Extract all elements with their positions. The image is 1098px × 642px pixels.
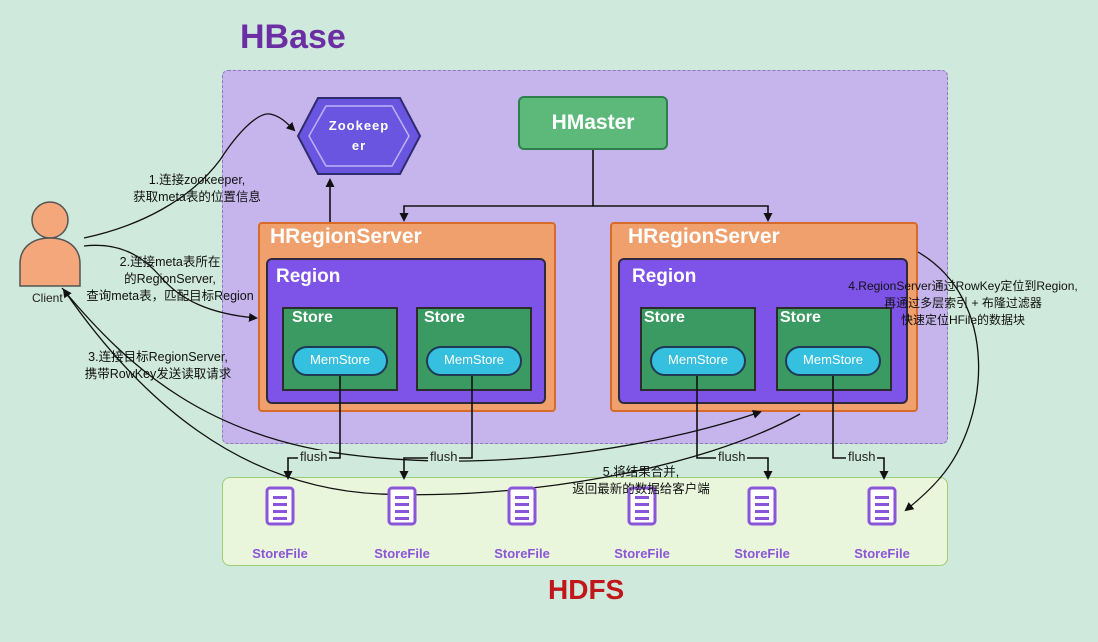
storefile-6: StoreFile <box>842 484 922 564</box>
region-server-1-label: HRegionServer <box>270 225 422 248</box>
store-1-2-label: Store <box>424 309 465 326</box>
step-1-line1: 1.连接zookeeper, <box>148 173 246 187</box>
store-2-1-label: Store <box>644 309 685 326</box>
storefile-5: StoreFile <box>722 484 802 564</box>
zookeeper-node <box>296 97 422 175</box>
memstore-1-1: MemStore <box>292 346 388 376</box>
hmaster-node: HMaster <box>518 96 668 150</box>
store-2-2-label: Store <box>780 309 821 326</box>
storefile-3: StoreFile <box>482 484 562 564</box>
step-2-line3: 查询meta表，匹配目标Region <box>86 289 254 303</box>
storefile-6-label: StoreFile <box>854 546 910 561</box>
hdfs-area <box>222 477 948 566</box>
memstore-1-2: MemStore <box>426 346 522 376</box>
step-5-line1: 5.将结果合并, <box>602 465 680 479</box>
step-3-line2: 携带RowKey发送读取请求 <box>84 367 232 381</box>
step-5-line2: 返回最新的数据给客户端 <box>572 482 710 496</box>
step-1-note: 1.连接zookeeper, 获取meta表的位置信息 <box>122 172 272 206</box>
flush-label-3: flush <box>716 449 748 464</box>
flush-label-4: flush <box>846 449 878 464</box>
memstore-2-2: MemStore <box>785 346 881 376</box>
memstore-2-1: MemStore <box>650 346 746 376</box>
zookeeper-label-line2: er <box>351 138 367 153</box>
step-2-line2: 的RegionServer, <box>124 272 216 286</box>
storefile-5-label: StoreFile <box>734 546 790 561</box>
client-user-icon <box>19 201 81 287</box>
step-3-line1: 3.连接目标RegionServer, <box>88 350 228 364</box>
step-5-note: 5.将结果合并, 返回最新的数据给客户端 <box>566 464 716 498</box>
flush-label-1: flush <box>298 449 330 464</box>
hdfs-title: HDFS <box>548 574 625 605</box>
storefile-4-label: StoreFile <box>614 546 670 561</box>
document-icon <box>265 486 295 526</box>
region-server-2-label: HRegionServer <box>628 225 780 248</box>
step-2-line1: 2.连接meta表所在 <box>119 255 221 269</box>
document-icon <box>747 486 777 526</box>
flush-label-2: flush <box>428 449 460 464</box>
document-icon <box>507 486 537 526</box>
step-4-line2: 再通过多层索引 + 布隆过滤器 <box>884 296 1042 310</box>
client-label: Client <box>32 291 63 305</box>
storefile-1: StoreFile <box>240 484 320 564</box>
zookeeper-label-line1: Zookeep <box>328 118 390 133</box>
step-1-line2: 获取meta表的位置信息 <box>133 190 261 204</box>
step-4-note: 4.RegionServer通过RowKey定位到Region, 再通过多层索引… <box>843 278 1083 329</box>
storefile-2-label: StoreFile <box>374 546 430 561</box>
hbase-title: HBase <box>240 18 346 56</box>
store-1-1-label: Store <box>292 309 333 326</box>
step-4-line1: 4.RegionServer通过RowKey定位到Region, <box>848 279 1078 293</box>
storefile-4: StoreFile <box>602 484 682 564</box>
document-icon <box>867 486 897 526</box>
step-3-note: 3.连接目标RegionServer, 携带RowKey发送读取请求 <box>78 349 238 383</box>
storefile-3-label: StoreFile <box>494 546 550 561</box>
region-2-label: Region <box>632 266 697 287</box>
zookeeper-label: Zookeep er <box>296 116 422 160</box>
storefile-2: StoreFile <box>362 484 442 564</box>
step-2-note: 2.连接meta表所在 的RegionServer, 查询meta表，匹配目标R… <box>78 254 262 305</box>
storefile-1-label: StoreFile <box>252 546 308 561</box>
region-1-label: Region <box>276 266 341 287</box>
document-icon <box>387 486 417 526</box>
document-icon <box>627 486 657 526</box>
step-4-line3: 快速定位HFile的数据块 <box>900 313 1025 327</box>
